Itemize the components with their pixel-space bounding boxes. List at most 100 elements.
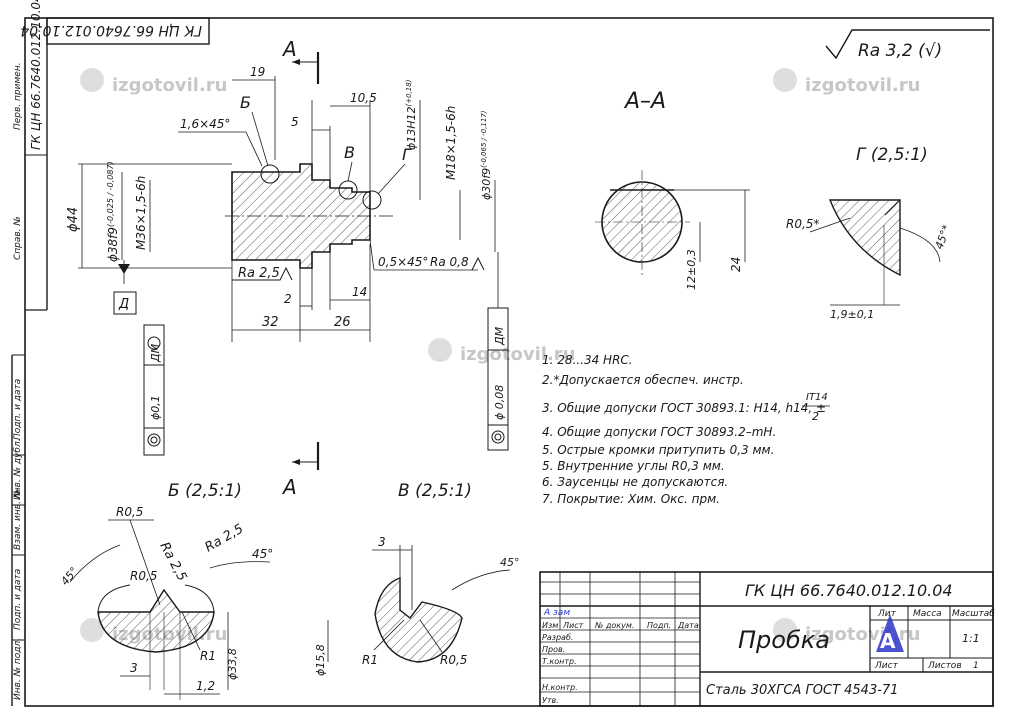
- part-section: [231, 163, 371, 269]
- svg-text:R0,5: R0,5: [116, 505, 143, 519]
- svg-text:24: 24: [729, 257, 743, 272]
- svg-text:1: 1: [973, 661, 979, 671]
- svg-text:Пров.: Пров.: [542, 645, 565, 654]
- tolerance-frame-left: ДМ ϕ0,1: [143, 324, 165, 456]
- svg-text:Сталь 30ХГСА ГОСТ 4543-71: Сталь 30ХГСА ГОСТ 4543-71: [706, 683, 898, 698]
- svg-text:Лист: Лист: [874, 661, 899, 671]
- svg-text:Пробка: Пробка: [738, 626, 830, 654]
- svg-text:Д: Д: [118, 297, 129, 312]
- svg-text:Ra 2,5: Ra 2,5: [238, 266, 280, 281]
- svg-text:Ra 0,8: Ra 0,8: [430, 255, 469, 269]
- svg-text:2: 2: [284, 292, 292, 306]
- svg-text:45°: 45°: [500, 556, 520, 569]
- designation-top: ГК ЦН 66.7640.012.10.04: [20, 22, 202, 38]
- svg-text:Ra 3,2 (√): Ra 3,2 (√): [858, 41, 942, 61]
- svg-text:Изм: Изм: [542, 621, 558, 630]
- svg-text:Подп.: Подп.: [647, 621, 671, 630]
- svg-text:5. Острые кромки притупить 0,3: 5. Острые кромки притупить 0,3 мм.: [542, 443, 774, 457]
- svg-text:19: 19: [250, 65, 265, 79]
- svg-text:45°: 45°: [58, 565, 80, 588]
- svg-text:32: 32: [262, 315, 279, 330]
- svg-text:М36×1,5-6h: М36×1,5-6h: [134, 176, 148, 250]
- section-a-a: А–А 12±0,3 24: [595, 89, 750, 290]
- svg-text:Б (2,5:1): Б (2,5:1): [168, 481, 242, 501]
- drawing-frame: [24, 17, 994, 707]
- svg-text:Г: Г: [402, 145, 412, 164]
- side-label-vzam: Взам. инв. №: [13, 489, 23, 550]
- main-part-view: Б В Г 32 26 14 2 19 10,5: [66, 65, 496, 342]
- tolerance-frame-right: ДМ ϕ 0,08: [487, 252, 509, 451]
- svg-text:А: А: [281, 37, 297, 61]
- roughness-general: Ra 3,2 (√): [825, 29, 990, 61]
- svg-text:IT14: IT14: [806, 392, 828, 403]
- svg-text:ϕ33,8: ϕ33,8: [226, 648, 239, 680]
- svg-text:1,6×45°: 1,6×45°: [180, 117, 230, 131]
- title-block: [539, 571, 994, 707]
- svg-text:izgotovil.ru: izgotovil.ru: [112, 75, 227, 96]
- svg-text:R0,5*: R0,5*: [786, 217, 819, 231]
- svg-text:45°*: 45°*: [933, 223, 954, 251]
- side-label-invpodl: Инв. № подл.: [13, 638, 23, 700]
- svg-text:ϕ30f9(-0,065 / -0,117): ϕ30f9(-0,065 / -0,117): [480, 110, 493, 200]
- side-label-podp2: Подп. и дата: [13, 569, 23, 630]
- svg-text:ϕ13Н12(+0,18): ϕ13Н12(+0,18): [405, 79, 418, 150]
- svg-text:3: 3: [130, 661, 138, 675]
- svg-text:R1: R1: [362, 653, 378, 667]
- svg-text:Масштаб: Масштаб: [952, 609, 995, 619]
- svg-text:ϕ0,1: ϕ0,1: [149, 395, 162, 420]
- svg-text:Листов: Листов: [927, 661, 962, 671]
- svg-text:0,5×45°: 0,5×45°: [378, 255, 428, 269]
- svg-text:5. Внутренние углы R0,3 мм.: 5. Внутренние углы R0,3 мм.: [542, 459, 725, 473]
- svg-text:2: 2: [812, 410, 819, 423]
- svg-text:1,2: 1,2: [196, 679, 215, 693]
- svg-text:5: 5: [291, 115, 299, 129]
- technical-notes: 1. 28...34 HRC. 2.*Допускается обеспеч. …: [542, 353, 830, 506]
- svg-text:3. Общие допуски ГОСТ 30893.1:: 3. Общие допуски ГОСТ 30893.1: H14, h14,…: [542, 401, 826, 415]
- svg-text:Утв.: Утв.: [542, 696, 559, 705]
- change-mark-triangle: [876, 614, 904, 652]
- svg-text:Лит: Лит: [877, 609, 897, 619]
- svg-text:4. Общие допуски ГОСТ 30893.2–: 4. Общие допуски ГОСТ 30893.2–mH.: [542, 425, 776, 439]
- svg-text:ϕ44: ϕ44: [66, 207, 81, 232]
- svg-text:ДМ: ДМ: [493, 326, 506, 346]
- svg-text:14: 14: [352, 285, 367, 299]
- side-label-sprav: Справ. №: [13, 216, 23, 260]
- svg-text:ϕ38f9(-0,025 / -0,087): ϕ38f9(-0,025 / -0,087): [106, 161, 120, 262]
- svg-text:26: 26: [334, 315, 351, 330]
- svg-text:Дата: Дата: [677, 621, 699, 630]
- side-label-podp1: Подп. и дата: [13, 379, 23, 440]
- svg-text:45°: 45°: [252, 547, 273, 561]
- svg-text:А зам: А зам: [543, 608, 570, 618]
- svg-text:ГК ЦН 66.7640.012.10.04: ГК ЦН 66.7640.012.10.04: [745, 581, 953, 600]
- svg-text:12±0,3: 12±0,3: [685, 249, 698, 290]
- svg-text:izgotovil.ru: izgotovil.ru: [460, 344, 575, 365]
- side-label-invdubl: Инв. № дубл.: [13, 438, 23, 500]
- svg-text:Б: Б: [240, 93, 251, 112]
- svg-text:ДМ: ДМ: [149, 343, 162, 363]
- svg-text:Т.контр.: Т.контр.: [542, 657, 577, 666]
- svg-text:ϕ15,8: ϕ15,8: [314, 644, 327, 676]
- svg-text:1:1: 1:1: [962, 632, 980, 645]
- svg-text:№ докум.: № докум.: [594, 621, 634, 630]
- svg-text:А: А: [281, 475, 297, 499]
- svg-text:Г (2,5:1): Г (2,5:1): [856, 145, 928, 165]
- svg-text:М18×1,5-6h: М18×1,5-6h: [444, 106, 458, 180]
- svg-text:3: 3: [378, 535, 386, 549]
- svg-text:1,9±0,1: 1,9±0,1: [830, 308, 874, 321]
- view-g: Г (2,5:1) R0,5* 45°* 1,9±0,1: [786, 145, 954, 321]
- svg-text:В (2,5:1): В (2,5:1): [398, 481, 472, 501]
- designation-rotated: ГК ЦН 66.7640.012.10.04: [29, 0, 43, 150]
- svg-text:А: А: [880, 629, 896, 653]
- section-marker-top: А: [281, 37, 320, 84]
- svg-text:Лист: Лист: [562, 621, 584, 630]
- view-b: Б (2,5:1) R0,5 Ra 2,5 Ra 2,5 45° 45° R0,…: [58, 481, 273, 700]
- svg-text:1. 28...34 HRC.: 1. 28...34 HRC.: [542, 353, 633, 367]
- datum-box: [113, 291, 137, 315]
- svg-text:А–А: А–А: [623, 89, 666, 114]
- svg-text:R0,5: R0,5: [440, 653, 467, 667]
- view-v: В (2,5:1) 3 45° ϕ15,8 R1 R0,5: [314, 481, 520, 676]
- section-marker-bottom: А: [281, 442, 320, 499]
- svg-text:10,5: 10,5: [350, 91, 377, 105]
- svg-text:Разраб.: Разраб.: [542, 633, 573, 642]
